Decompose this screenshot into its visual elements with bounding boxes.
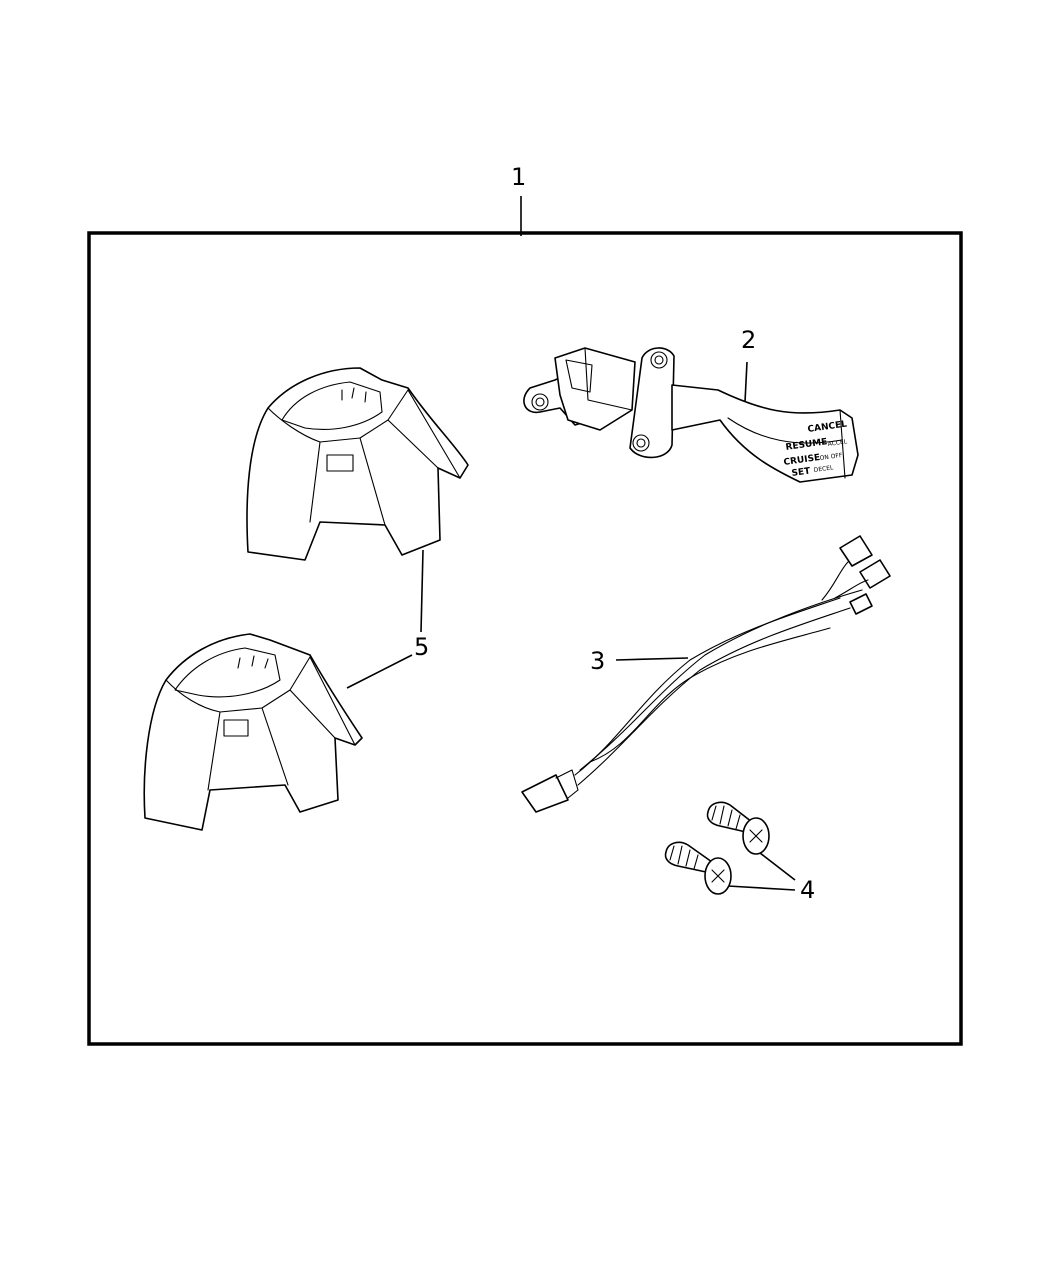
leader-line-5a: [420, 549, 424, 633]
column-shroud-lower: [143, 633, 363, 831]
switch-label-accel: ACCEL: [827, 438, 848, 448]
column-shroud-upper: [246, 367, 469, 561]
kit-frame: [87, 231, 963, 1046]
callout-3: 3: [590, 647, 606, 675]
callout-2: 2: [741, 326, 757, 354]
leader-line-4a: [759, 852, 796, 881]
switch-label-on-off: ON OFF: [819, 452, 843, 462]
leader-line-2: [744, 361, 748, 403]
leader-line-3: [615, 657, 689, 661]
screw-upper: [706, 801, 770, 855]
leader-line-4b: [727, 885, 796, 891]
screw-lower: [664, 841, 732, 895]
switch-label-decel: DECEL: [813, 464, 834, 474]
callout-4: 4: [800, 876, 816, 904]
wiring-harness: [521, 535, 891, 813]
cruise-control-switch: CANCEL RESUME ACCEL CRUISE ON OFF SET DE…: [523, 347, 859, 483]
leader-line-5b: [346, 654, 413, 689]
callout-5: 5: [414, 633, 430, 661]
callout-1: 1: [511, 163, 527, 191]
switch-label-set: SET: [791, 466, 812, 479]
